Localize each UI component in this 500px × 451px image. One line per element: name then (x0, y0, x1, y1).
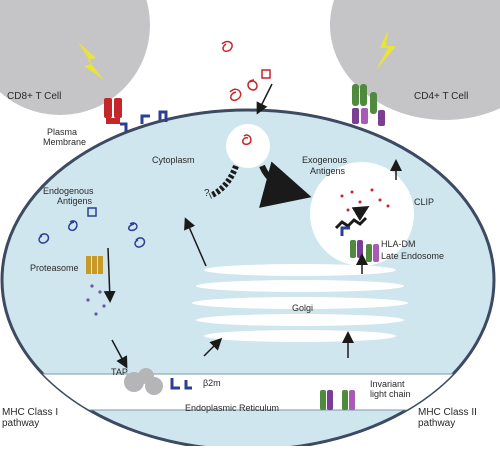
pathway-arrows (103, 159, 402, 369)
exogenous-antigens-label-2: Antigens (310, 166, 346, 176)
endogenous-antigens (38, 207, 146, 248)
plasma-membrane-label-1: Plasma (47, 127, 78, 137)
cd4-t-cell (330, 0, 500, 120)
exogenous-antigens-outside (221, 40, 271, 102)
mhc-class-ii-label-2: pathway (418, 418, 456, 429)
endogenous-antigens-label-2: Antigens (57, 196, 93, 206)
invariant-chain-label-1: Invariant (370, 379, 405, 389)
er-label: Endoplasmic Reticulum (185, 403, 280, 413)
cd4-t-cell-label: CD4+ T Cell (414, 91, 469, 102)
cytoplasm-label: Cytoplasm (152, 155, 195, 165)
hla-dm-label: HLA-DM (381, 239, 416, 249)
mhc1-surface (140, 110, 168, 124)
tap-transporter (124, 368, 163, 395)
degradation-arrow (208, 164, 239, 199)
endogenous-antigens-label-1: Endogenous (43, 186, 94, 196)
invariant-chain-label-2: light chain (370, 389, 411, 399)
exogenous-antigens-label-1: Exogenous (302, 155, 348, 165)
mhc-class-ii-label-1: MHC Class II (418, 407, 477, 418)
proteasome-label: Proteasome (30, 263, 79, 273)
tap-label: TAP (111, 367, 128, 377)
late-endosome-label: Late Endosome (381, 251, 445, 261)
question-mark: ? (204, 188, 210, 199)
endocytic-vesicle (226, 124, 270, 168)
mhc1-er (170, 378, 180, 390)
golgi-label: Golgi (292, 303, 314, 313)
mhc-class-i-label-1: MHC Class I (2, 407, 59, 418)
lightning-right (376, 30, 396, 70)
lightning-left (78, 42, 104, 80)
er-band (2, 374, 494, 410)
cd4-mhc-complex (352, 84, 385, 126)
plasma-membrane-label-2: Membrane (43, 137, 87, 147)
mhc2-er (320, 390, 355, 410)
cd8-mhc-complex (104, 98, 128, 132)
cd8-t-cell-label: CD8+ T Cell (7, 91, 62, 102)
mhc-class-i-label-2: pathway (2, 418, 40, 429)
clip-label: CLIP (414, 197, 435, 207)
proteasome (86, 256, 103, 274)
b2m-label: β2m (203, 378, 221, 388)
cd8-t-cell (0, 0, 150, 115)
